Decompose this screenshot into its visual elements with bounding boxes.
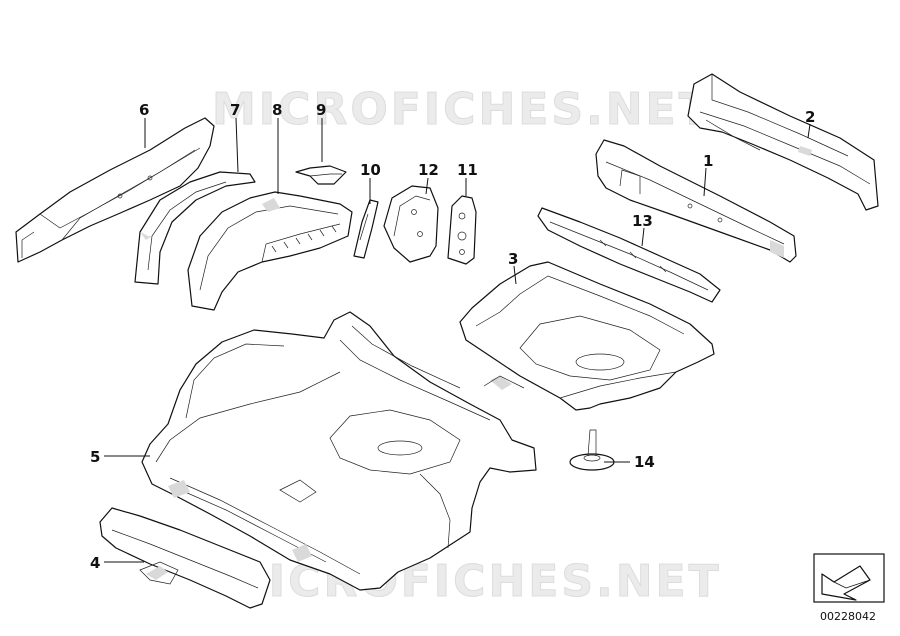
- callout-7[interactable]: 7: [230, 101, 240, 119]
- callout-2[interactable]: 2: [805, 108, 815, 126]
- watermark-bottom: MICROFICHES.NET: [222, 556, 722, 607]
- callout-9[interactable]: 9: [316, 101, 326, 119]
- callout-1[interactable]: 1: [703, 152, 713, 170]
- part-7-wheelhouse[interactable]: [134, 171, 256, 285]
- callout-14[interactable]: 14: [634, 453, 655, 471]
- part-5-floor-assembly[interactable]: [141, 311, 537, 591]
- diagram-code: 00228042: [820, 610, 876, 623]
- part-11-plate[interactable]: [447, 195, 477, 265]
- part-1-rear-panel[interactable]: [595, 139, 797, 263]
- part-6-side-member[interactable]: [15, 117, 215, 263]
- callouts: 1 2 3 4 5 6 7 8 9 10 11 12 13 14: [90, 101, 815, 572]
- callout-8[interactable]: 8: [272, 101, 282, 119]
- part-12-reinforcement[interactable]: [383, 185, 439, 263]
- part-4-rear-crossmember[interactable]: [99, 507, 271, 609]
- callout-6[interactable]: 6: [139, 101, 149, 119]
- callout-12[interactable]: 12: [418, 161, 439, 179]
- direction-arrow-icon: [821, 565, 871, 601]
- part-9-bracket[interactable]: [295, 165, 347, 185]
- part-2-upper-panel[interactable]: [687, 73, 879, 211]
- callout-13[interactable]: 13: [632, 212, 653, 230]
- part-13-crossmember[interactable]: [537, 207, 721, 303]
- callout-11[interactable]: 11: [457, 161, 478, 179]
- callout-5[interactable]: 5: [90, 448, 100, 466]
- callout-3[interactable]: 3: [508, 250, 518, 268]
- part-3-floor-pan[interactable]: [459, 261, 715, 411]
- part-14-disc[interactable]: [569, 429, 615, 471]
- callout-4[interactable]: 4: [90, 554, 100, 572]
- leader-lines: [104, 117, 811, 563]
- watermark-top: MICROFICHES.NET: [212, 84, 712, 135]
- direction-box: [813, 553, 885, 603]
- callout-10[interactable]: 10: [360, 161, 381, 179]
- part-8-wheelhouse-outer[interactable]: [187, 191, 353, 311]
- part-10-strip[interactable]: [353, 199, 379, 259]
